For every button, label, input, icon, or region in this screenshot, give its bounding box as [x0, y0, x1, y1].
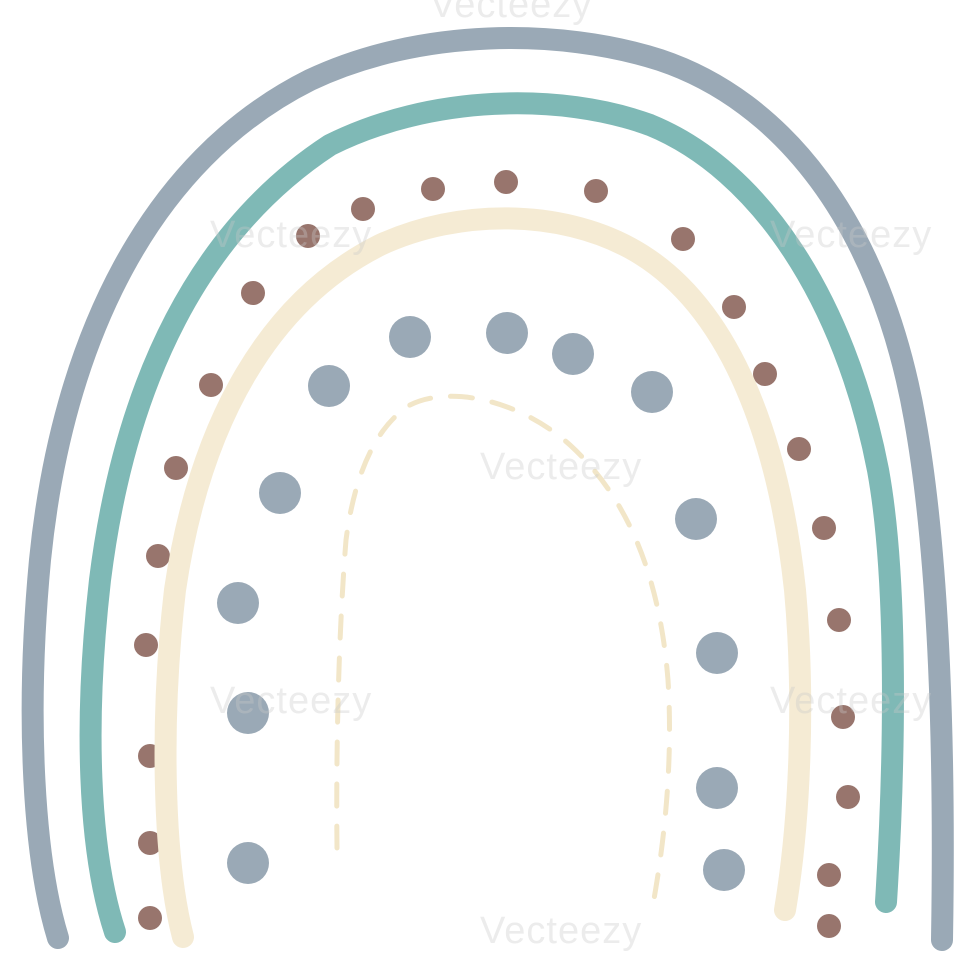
blue-dot [703, 849, 745, 891]
outer-arc [21, 27, 954, 951]
brown-dot [722, 295, 746, 319]
blue-dot [486, 312, 528, 354]
blue-dot [696, 767, 738, 809]
teal-arc [79, 92, 904, 943]
blue-dot [227, 842, 269, 884]
blue-dot [696, 632, 738, 674]
brown-dot [753, 362, 777, 386]
brown-dot [134, 633, 158, 657]
brown-dot [241, 281, 265, 305]
brown-dot [296, 224, 320, 248]
brown-dot [817, 863, 841, 887]
brown-dot [787, 437, 811, 461]
brown-dot [831, 705, 855, 729]
dashed-arc [334, 393, 672, 913]
brown-dot [827, 608, 851, 632]
brown-dot [138, 831, 162, 855]
brown-dot [812, 516, 836, 540]
blue-dot [308, 365, 350, 407]
brown-dot [351, 197, 375, 221]
brown-dot [584, 179, 608, 203]
blue-dot [631, 371, 673, 413]
brown-dot [494, 170, 518, 194]
brown-dot [817, 914, 841, 938]
brown-dot [164, 456, 188, 480]
blue-dot [259, 472, 301, 514]
blue-dot [675, 498, 717, 540]
brown-dot [146, 544, 170, 568]
blue-dot [389, 316, 431, 358]
brown-dot [836, 785, 860, 809]
brown-dot [199, 373, 223, 397]
cream-arc [154, 207, 812, 948]
brown-dot [421, 177, 445, 201]
brown-dot [138, 906, 162, 930]
blue-dot [217, 582, 259, 624]
blue-dot-arc [217, 312, 745, 891]
brown-dot-arc [134, 170, 860, 938]
blue-dot [552, 333, 594, 375]
brown-dot [671, 227, 695, 251]
blue-dot [227, 692, 269, 734]
